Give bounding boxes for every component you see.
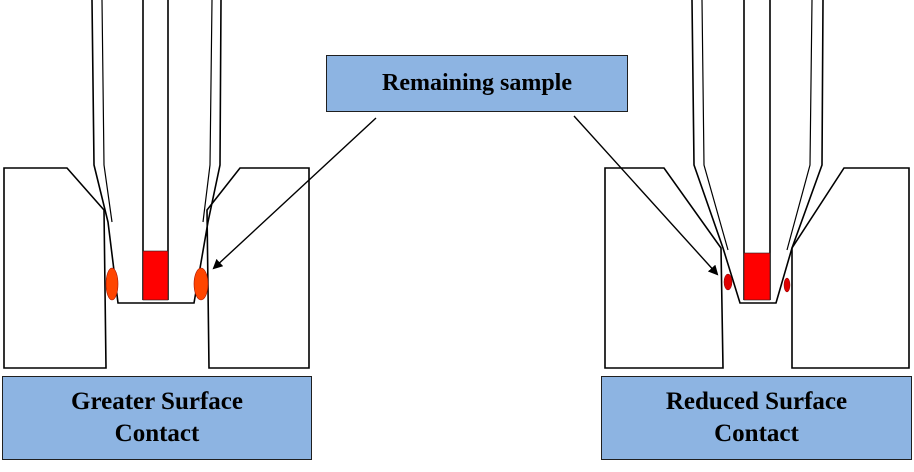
right-plunger-taper-left (701, 0, 729, 251)
right-sample (743, 252, 771, 301)
left-assembly (3, 0, 310, 369)
arrow-to-right-residue (573, 115, 719, 276)
reduced-label-line2: Contact (714, 420, 799, 447)
remaining-sample-text: Remaining sample (381, 69, 572, 96)
arrow-to-left-residue (212, 117, 377, 270)
reduced-surface-contact-label: Reduced Surface Contact (601, 376, 912, 460)
right-die-right-block (791, 167, 910, 369)
right-assembly (604, 0, 910, 369)
greater-label-line2: Contact (114, 420, 200, 447)
remaining-sample-label: Remaining sample (326, 55, 628, 112)
greater-surface-contact-label: Greater Surface Contact (2, 376, 312, 460)
right-residue-left (723, 273, 733, 291)
right-plunger-rod (743, 0, 771, 300)
left-residue-left (105, 267, 119, 301)
left-die-left-block (3, 167, 107, 369)
left-die-right-block (206, 167, 310, 369)
left-plunger-taper-left (101, 0, 113, 223)
left-residue-right (193, 267, 209, 301)
left-plunger-rod (142, 0, 169, 300)
right-plunger-outer (691, 0, 824, 304)
right-die-left-block (604, 167, 724, 369)
right-plunger-taper-right (786, 0, 813, 251)
left-sample (142, 250, 169, 301)
greater-label-line1: Greater Surface (71, 387, 243, 415)
left-plunger-taper-right (202, 0, 213, 223)
reduced-label-line1: Reduced Surface (665, 387, 848, 415)
right-residue-right (783, 277, 791, 293)
left-plunger-outer (91, 0, 222, 304)
